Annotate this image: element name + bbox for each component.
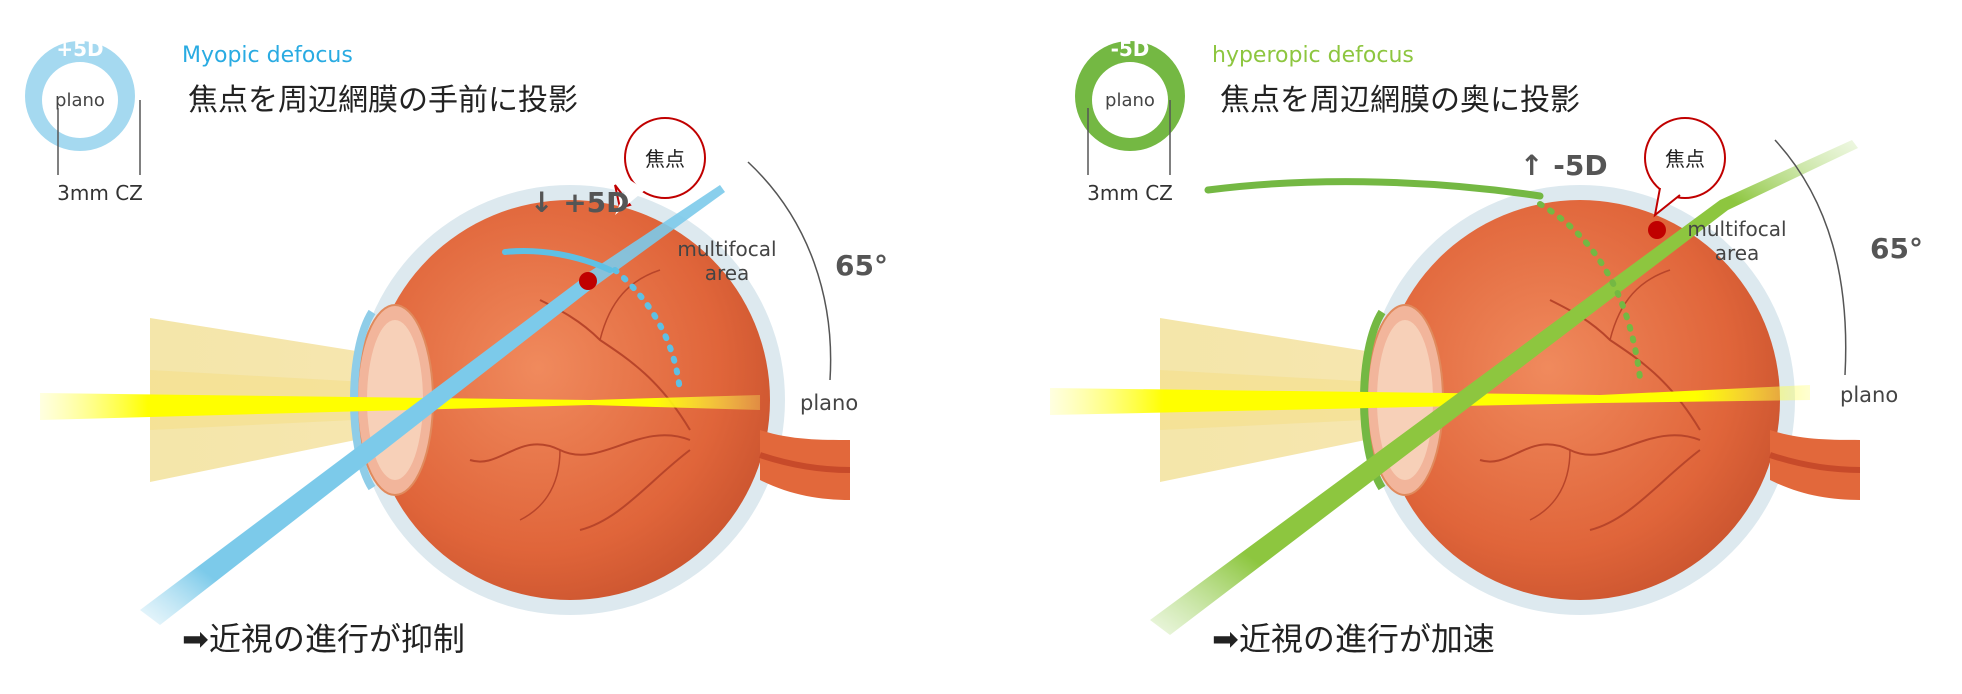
hyperopic-eye-diagram: -5D plano 3mm CZ hyperopic defocus 焦点を周辺… bbox=[1050, 37, 1923, 635]
arrow-power-label: ↓ +5D bbox=[530, 186, 629, 219]
cz-label: 3mm CZ bbox=[57, 181, 143, 205]
cz-label: 3mm CZ bbox=[1087, 181, 1173, 205]
ring-center-label: plano bbox=[1105, 90, 1155, 111]
green-beam bbox=[1150, 140, 1858, 635]
yellow-beam bbox=[1050, 385, 1810, 415]
description-text: 焦点を周辺網膜の奥に投影 bbox=[1220, 83, 1580, 118]
blue-beam bbox=[140, 280, 590, 625]
myopic-eye-diagram: +5D plano 3mm CZ Myopic defocus 焦点を周辺網膜の… bbox=[25, 37, 888, 625]
myopic-defocus-panel: +5D plano 3mm CZ Myopic defocus 焦点を周辺網膜の… bbox=[0, 0, 981, 690]
hyperopic-defocus-panel: -5D plano 3mm CZ hyperopic defocus 焦点を周辺… bbox=[1040, 0, 1962, 690]
focus-callout-text: 焦点 bbox=[645, 147, 685, 171]
ring-center-label: plano bbox=[55, 90, 105, 111]
multifocal-label-1: multifocal bbox=[677, 237, 776, 261]
multifocal-dotted-arc bbox=[612, 267, 683, 395]
angle-arc bbox=[747, 161, 832, 381]
ring-power-label: -5D bbox=[1111, 37, 1150, 61]
focus-point bbox=[1648, 221, 1666, 239]
lens-ring: -5D plano 3mm CZ bbox=[1075, 37, 1185, 205]
ring-power-label: +5D bbox=[56, 37, 103, 61]
focus-callout-text: 焦点 bbox=[1665, 147, 1705, 171]
multifocal-solid-arc bbox=[502, 247, 613, 273]
angle-label: 65° bbox=[835, 249, 888, 282]
conclusion-text: ➡近視の進行が加速 bbox=[1212, 620, 1495, 658]
focus-point bbox=[579, 272, 597, 290]
angle-label: 65° bbox=[1870, 232, 1923, 265]
focus-callout: 焦点 bbox=[1644, 117, 1726, 218]
description-text: 焦点を周辺網膜の手前に投影 bbox=[188, 83, 578, 118]
conclusion-text: ➡近視の進行が抑制 bbox=[182, 620, 465, 658]
defocus-title: Myopic defocus bbox=[182, 43, 353, 68]
multifocal-label-1: multifocal bbox=[1687, 217, 1786, 241]
blue-beam-tip bbox=[580, 185, 725, 290]
multifocal-solid-arc bbox=[1204, 178, 1544, 200]
lens-ring: +5D plano 3mm CZ bbox=[25, 37, 143, 205]
angle-arc bbox=[1774, 139, 1847, 376]
yellow-beam bbox=[40, 393, 760, 420]
defocus-title: hyperopic defocus bbox=[1212, 43, 1414, 68]
plano-label: plano bbox=[800, 391, 858, 415]
multifocal-label-2: area bbox=[1715, 241, 1760, 265]
arrow-power-label: ↑ -5D bbox=[1520, 149, 1608, 182]
multifocal-dotted-arc bbox=[1537, 201, 1643, 381]
plano-label: plano bbox=[1840, 383, 1898, 407]
multifocal-label-2: area bbox=[705, 261, 750, 285]
focus-callout: 焦点 bbox=[614, 117, 706, 215]
